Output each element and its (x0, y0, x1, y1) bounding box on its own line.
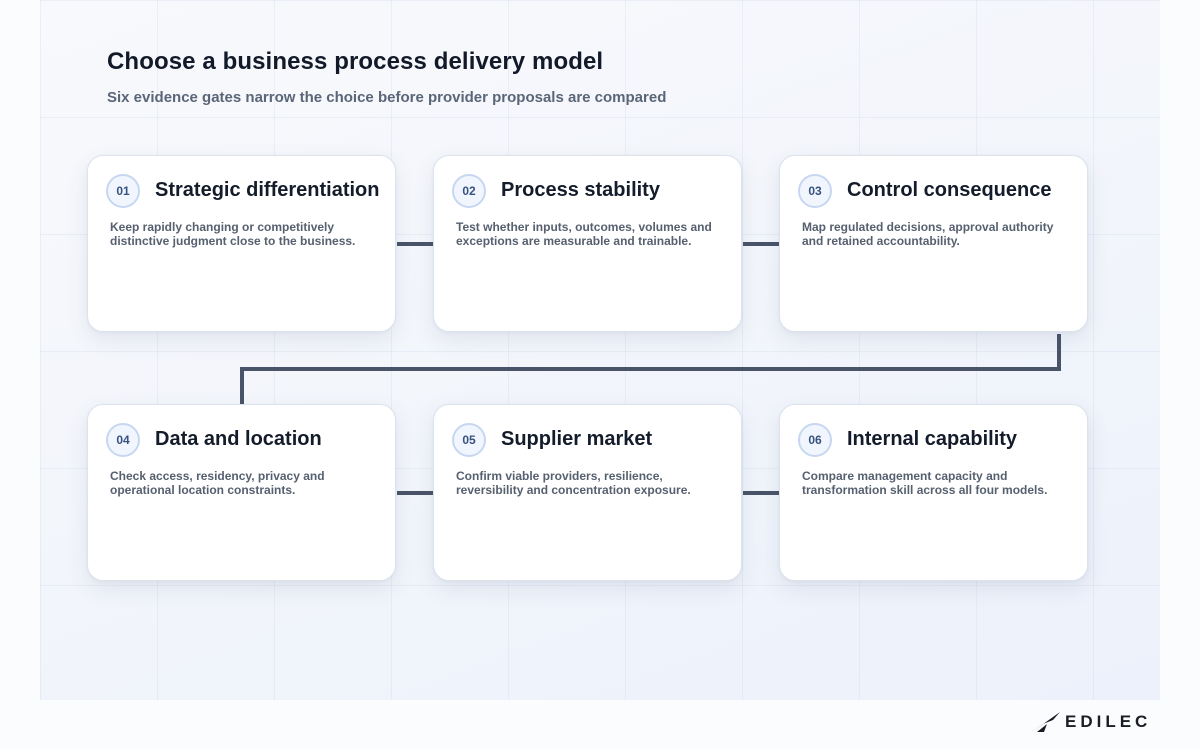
gate-card-control-consequence: 03 Control consequence Map regulated dec… (779, 155, 1088, 332)
gate-number-badge: 06 (798, 423, 832, 457)
gate-card-process-stability: 02 Process stability Test whether inputs… (433, 155, 742, 332)
gate-description: Map regulated decisions, approval author… (802, 220, 1054, 248)
gate-title: Strategic differentiation (155, 179, 380, 201)
logo-wordmark: EDILEC (1065, 712, 1152, 731)
gate-description: Compare management capacity and transfor… (802, 469, 1048, 497)
gate-number-badge: 02 (452, 174, 486, 208)
gate-title: Process stability (501, 179, 660, 201)
gate-title: Supplier market (501, 428, 653, 450)
gate-card-strategic-differentiation: 01 Strategic differentiation Keep rapidl… (87, 155, 396, 332)
gate-number-badge: 01 (106, 174, 140, 208)
gate-card-data-and-location: 04 Data and location Check access, resid… (87, 404, 396, 581)
diagram-background (40, 0, 1160, 700)
edilec-logo: EDILEC (1031, 711, 1151, 733)
gate-description: Confirm viable providers, resilience, re… (456, 469, 691, 497)
gate-title: Control consequence (847, 179, 1052, 201)
gate-number-badge: 05 (452, 423, 486, 457)
gate-card-internal-capability: 06 Internal capability Compare managemen… (779, 404, 1088, 581)
connector-03-04 (240, 334, 1061, 405)
edilec-mark-icon (1032, 712, 1060, 732)
gate-description: Test whether inputs, outcomes, volumes a… (456, 220, 712, 248)
gate-description: Check access, residency, privacy and ope… (110, 469, 325, 497)
gate-title: Data and location (155, 428, 322, 450)
gate-card-supplier-market: 05 Supplier market Confirm viable provid… (433, 404, 742, 581)
gate-number-badge: 04 (106, 423, 140, 457)
gate-description: Keep rapidly changing or competitively d… (110, 220, 356, 248)
page-subtitle: Six evidence gates narrow the choice bef… (107, 89, 667, 106)
gate-number-badge: 03 (798, 174, 832, 208)
gate-title: Internal capability (847, 428, 1018, 450)
page-title: Choose a business process delivery model (107, 48, 604, 75)
